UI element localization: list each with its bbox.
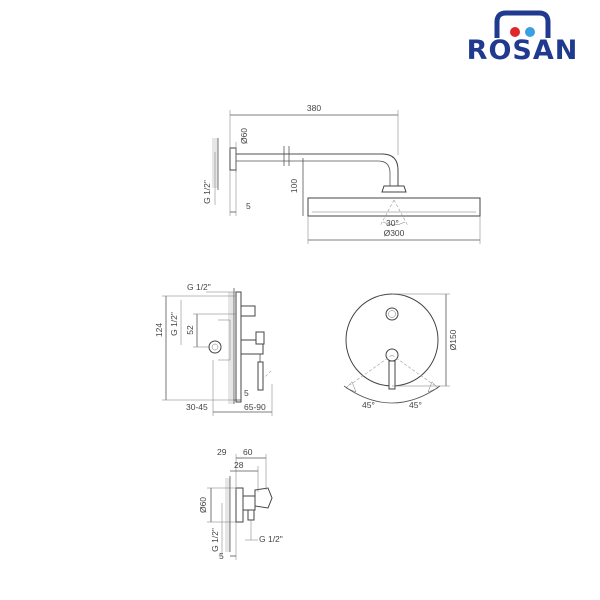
red-dot	[510, 27, 520, 37]
rosan-logo: ROSAN	[455, 8, 590, 66]
logo-text: ROSAN	[466, 35, 579, 66]
mixer-front-drawing: 45° 45° Ø150	[343, 293, 458, 410]
dim-head-diameter: Ø300	[384, 228, 405, 238]
dim-outlet-offset-5: 5	[219, 551, 224, 561]
dim-handle-range: 65-90	[244, 402, 266, 412]
dim-offset-5: 5	[246, 201, 251, 211]
dim-outlet-diameter: Ø60	[198, 497, 208, 513]
arm-flange	[229, 147, 237, 171]
dim-outlet-thread-left: G 1/2"	[210, 528, 220, 552]
dim-mixer-offset-5: 5	[244, 388, 249, 398]
outlet-drawing: 29 60 28 Ø60 G 1/2" G 1/2" 5	[198, 447, 283, 561]
dim-thread: G 1/2"	[202, 180, 212, 204]
mixer-handle	[257, 361, 264, 391]
blue-dot	[525, 27, 535, 37]
logo-mark-icon	[494, 10, 551, 38]
dim-width-60: 60	[243, 447, 253, 457]
dim-width-28: 28	[234, 460, 244, 470]
shower-head	[307, 197, 481, 217]
dim-drop-100: 100	[289, 179, 299, 193]
mixer-inlet	[208, 340, 222, 354]
outlet-holder	[254, 487, 273, 509]
mixer-plate	[235, 291, 242, 403]
dim-flange-diameter: Ø60	[239, 128, 249, 144]
outlet-flange	[235, 487, 244, 523]
dim-52: 52	[185, 325, 195, 335]
dim-depth-range: 30-45	[186, 402, 208, 412]
dim-angle-left: 45°	[362, 400, 375, 410]
dim-thread-mid: G 1/2"	[169, 312, 179, 336]
dim-thread-top: G 1/2"	[187, 282, 211, 292]
dim-outlet-thread-right: G 1/2"	[259, 534, 283, 544]
shower-arm-drawing: 380 Ø60 G 1/2" 5 100 30° Ø300	[202, 103, 481, 244]
dim-380: 380	[307, 103, 321, 113]
dim-angle-right: 45°	[409, 400, 422, 410]
diverter-knob	[385, 307, 399, 321]
dim-angle-30: 30°	[386, 218, 399, 228]
mixer-side-drawing: G 1/2" 124 G 1/2" 52 5 30-45 65-90	[154, 282, 273, 416]
dim-124: 124	[154, 323, 164, 337]
dim-rosette-diameter: Ø150	[448, 329, 458, 350]
dim-width-29: 29	[217, 447, 227, 457]
mixer-lever	[388, 360, 396, 390]
